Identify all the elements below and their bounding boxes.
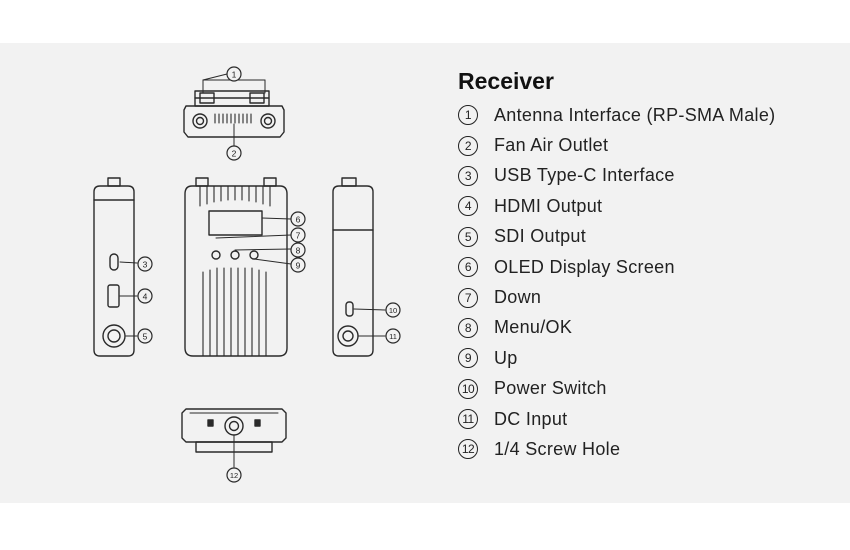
legend-item: 6 OLED Display Screen xyxy=(458,252,775,282)
legend-label: Fan Air Outlet xyxy=(494,135,609,156)
legend-item: 9 Up xyxy=(458,343,775,373)
callout-2 xyxy=(226,145,242,161)
callout-11-text: 11 xyxy=(389,332,397,341)
legend-number: 8 xyxy=(458,317,478,338)
legend-number: 10 xyxy=(458,378,478,399)
legend-number: 6 xyxy=(458,257,478,278)
legend-number: 11 xyxy=(458,409,478,430)
legend-label: 1/4 Screw Hole xyxy=(494,438,621,459)
callout-8 xyxy=(290,242,306,258)
diagram-panel xyxy=(0,43,850,503)
legend-number: 2 xyxy=(458,135,478,156)
left-side-view xyxy=(93,177,138,357)
callout-7 xyxy=(290,227,306,243)
callout-9-text: 9 xyxy=(296,261,301,271)
callout-10-text: 10 xyxy=(389,306,397,315)
legend-title: Receiver xyxy=(458,68,554,94)
legend-item: 8 Menu/OK xyxy=(458,313,775,343)
legend-number: 3 xyxy=(458,165,478,186)
legend-item: 11 DC Input xyxy=(458,404,775,434)
legend-label: DC Input xyxy=(494,408,568,429)
legend-label: USB Type-C Interface xyxy=(494,165,675,186)
callout-12-text: 12 xyxy=(230,471,238,480)
callout-10 xyxy=(385,302,401,318)
callout-8-text: 8 xyxy=(296,246,301,256)
legend-label: SDI Output xyxy=(494,226,587,247)
callout-11 xyxy=(385,328,401,344)
legend-number: 1 xyxy=(458,105,478,126)
legend-label: Up xyxy=(494,347,518,368)
right-side-view xyxy=(332,177,386,357)
callout-1 xyxy=(226,66,242,82)
callout-5 xyxy=(137,328,153,344)
legend-number: 9 xyxy=(458,348,478,369)
legend-item: 12 1/4 Screw Hole xyxy=(458,434,775,464)
callout-12 xyxy=(226,467,242,483)
legend-label: OLED Display Screen xyxy=(494,256,675,277)
front-view xyxy=(184,177,292,357)
legend-item: 5 SDI Output xyxy=(458,222,775,252)
legend-number: 5 xyxy=(458,226,478,247)
callout-2-text: 2 xyxy=(232,149,237,159)
legend-item: 3 USB Type-C Interface xyxy=(458,161,775,191)
legend-item: 10 Power Switch xyxy=(458,374,775,404)
bottom-view xyxy=(181,408,287,468)
legend-number: 4 xyxy=(458,196,478,217)
legend-number: 7 xyxy=(458,287,478,308)
legend-label: Antenna Interface (RP-SMA Male) xyxy=(494,104,776,125)
legend-label: Down xyxy=(494,287,542,308)
legend-label: Power Switch xyxy=(494,378,607,399)
legend-item: 2 Fan Air Outlet xyxy=(458,130,775,160)
callout-4 xyxy=(137,288,153,304)
top-view xyxy=(183,73,285,147)
callout-3-text: 3 xyxy=(143,260,148,270)
callout-9 xyxy=(290,257,306,273)
legend-item: 1 Antenna Interface (RP-SMA Male) xyxy=(458,100,775,130)
callout-4-text: 4 xyxy=(143,292,148,302)
legend-label: Menu/OK xyxy=(494,317,573,338)
legend-item: 7 Down xyxy=(458,282,775,312)
callout-6-text: 6 xyxy=(296,215,301,225)
callout-7-text: 7 xyxy=(296,231,301,241)
callout-3 xyxy=(137,256,153,272)
callout-1-text: 1 xyxy=(232,70,237,80)
legend-list: 1 Antenna Interface (RP-SMA Male) 2 Fan Ai… xyxy=(458,100,775,465)
callout-5-text: 5 xyxy=(143,332,148,342)
legend-item: 4 HDMI Output xyxy=(458,191,775,221)
callout-6 xyxy=(290,211,306,227)
legend-number: 12 xyxy=(458,439,478,460)
legend-label: HDMI Output xyxy=(494,195,603,216)
